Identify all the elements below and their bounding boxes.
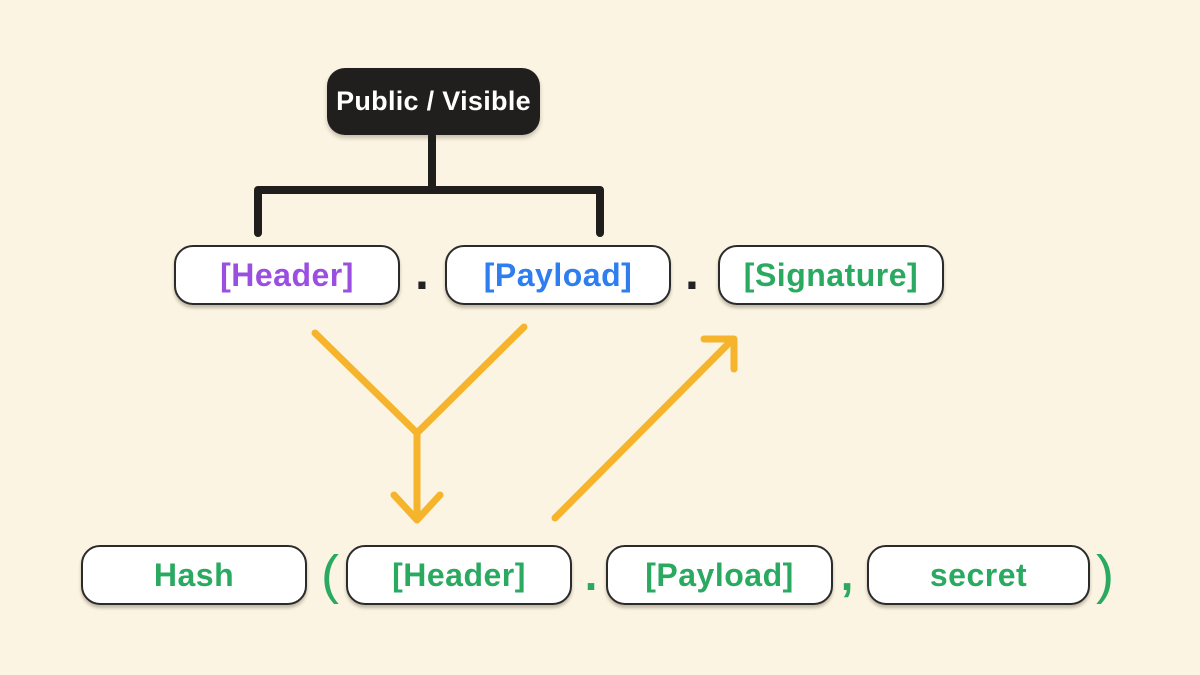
signature-arrow-line [551,335,737,522]
open-paren: ( [321,545,339,605]
secret-label: secret [929,556,1028,593]
formula-separator-dot: . [584,548,598,600]
hash-function-box: Hash [81,545,307,605]
payload-token-box: [Payload] [445,245,671,305]
payload-token-label: [Payload] [483,256,633,293]
formula-header-label: [Header] [392,556,526,593]
formula-header-box: [Header] [346,545,572,605]
merge-arrowhead-icon [390,491,444,524]
token-separator-dot-2: . [685,244,699,300]
public-visible-badge: Public / Visible [327,68,540,135]
formula-payload-label: [Payload] [645,556,794,593]
merge-arrow-branches [311,323,528,437]
header-token-box: [Header] [174,245,400,305]
close-paren: ) [1096,545,1114,605]
tree-bracket-line [254,186,604,237]
signature-token-label: [Signature] [743,256,919,293]
formula-payload-box: [Payload] [606,545,833,605]
signature-arrowhead-icon [700,335,738,373]
header-token-label: [Header] [220,256,354,293]
token-separator-dot-1: . [415,244,429,300]
formula-comma: , [840,548,854,600]
signature-token-box: [Signature] [718,245,944,305]
public-visible-label: Public / Visible [336,86,531,116]
hash-function-label: Hash [153,556,235,593]
secret-box: secret [867,545,1090,605]
